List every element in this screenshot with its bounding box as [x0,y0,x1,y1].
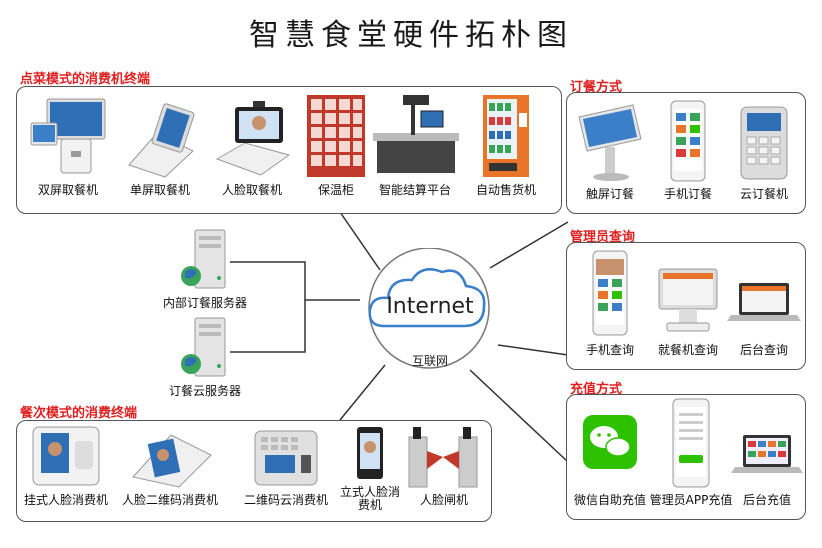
admin-app-recharge: 管理员APP充值 [647,397,735,507]
qr-cloud-terminal: 二维码云消费机 [231,425,341,507]
item-caption: 智能结算平台 [378,183,451,197]
warming-cabinet: 保温柜 [301,93,371,197]
item-caption: 就餐机查询 [657,343,718,357]
item-caption: 双屏取餐机 [37,183,98,197]
phone-icon [592,250,628,336]
touch-kiosk-icon [578,104,642,181]
face-kiosk: 人脸取餐机 [209,93,295,197]
item-caption: 后台充值 [742,493,791,507]
single-screen-kiosk: 单屏取餐机 [117,93,203,197]
face-qr-terminal: 人脸二维码消费机 [115,425,225,507]
cloud-order-server: 订餐云服务器 [150,314,260,398]
item-caption: 微信自助充值 [573,493,646,507]
section-label-top-left: 点菜模式的消费机终端 [20,72,151,87]
server-icon [181,229,226,289]
internal-order-server: 内部订餐服务器 [150,226,260,310]
dual-screen-kiosk: 双屏取餐机 [25,93,111,197]
server-icon [181,317,226,377]
standing-face-terminal: 立式人脸消费机 [337,425,403,512]
item-caption: 立式人脸消费机 [339,485,400,512]
warming-cabinet-icon [307,95,365,177]
qr-terminal-icon [254,430,318,486]
phone-icon [670,100,706,182]
bottom-left-panel: 挂式人脸消费机 人脸二维码消费机 二维码云消费机 立式人脸消费机 [16,420,492,522]
item-caption: 挂式人脸消费机 [23,493,108,507]
cloud-order-machine: 云订餐机 [725,99,803,201]
order-panel: 触屏订餐 手机订餐 云订餐机 [566,92,806,214]
single-screen-kiosk-icon [128,103,195,178]
face-gate: 人脸闸机 [401,425,487,507]
smart-checkout-platform: 智能结算平台 [365,93,465,197]
order-terminal-icon [740,106,788,180]
face-kiosk-icon [215,101,291,176]
top-left-panel: 双屏取餐机 单屏取餐机 人脸取餐机 [16,86,562,214]
dual-screen-kiosk-icon [30,98,106,174]
section-label-order: 订餐方式 [570,80,623,95]
item-caption: 管理员APP充值 [649,493,733,507]
dining-machine-query: 就餐机查询 [649,249,727,357]
item-caption: 订餐云服务器 [168,384,241,398]
vending-machine-icon [483,95,529,177]
internet-cloud-icon [368,248,490,369]
standing-face-terminal-icon [357,427,383,479]
mobile-order: 手机订餐 [649,99,727,201]
wall-face-terminal: 挂式人脸消费机 [19,425,113,507]
item-caption: 人脸取餐机 [221,183,282,197]
admin-panel: 手机查询 就餐机查询 后台查询 [566,242,806,370]
item-caption: 人脸闸机 [419,493,468,507]
internet-label: 互联网 [411,354,448,368]
internet-word: Internet [386,294,474,319]
item-caption: 内部订餐服务器 [162,296,247,310]
backend-recharge: 后台充值 [731,409,803,507]
backend-query: 后台查询 [725,249,803,357]
laptop-icon [731,435,803,473]
recharge-panel: 微信自助充值 管理员APP充值 后台充值 [566,394,806,520]
item-caption: 触屏订餐 [585,187,634,201]
phone-icon [672,398,710,488]
face-qr-terminal-icon [132,434,212,488]
page-title: 智慧食堂硬件拓朴图 [249,18,573,53]
item-caption: 云订餐机 [739,187,788,201]
item-caption: 后台查询 [739,343,788,357]
section-label-recharge: 充值方式 [570,382,623,397]
item-caption: 单屏取餐机 [129,183,190,197]
laptop-icon [727,283,801,321]
item-caption: 保温柜 [317,183,354,197]
item-caption: 自动售货机 [475,183,536,197]
item-caption: 手机订餐 [663,187,712,201]
wechat-icon [583,415,637,469]
mobile-query: 手机查询 [571,249,649,357]
pos-terminal-icon [658,268,718,332]
wechat-self-recharge: 微信自助充值 [569,409,651,507]
item-caption: 二维码云消费机 [243,493,328,507]
item-caption: 手机查询 [585,343,634,357]
touch-order: 触屏订餐 [571,99,649,201]
section-label-bottom-left: 餐次模式的消费终端 [20,406,138,421]
section-label-admin: 管理员查询 [570,230,636,245]
checkout-platform-icon [373,95,459,173]
face-terminal-icon [32,426,100,486]
item-caption: 人脸二维码消费机 [121,493,218,507]
gate-icon [408,427,478,488]
vending-machine: 自动售货机 [463,93,549,197]
